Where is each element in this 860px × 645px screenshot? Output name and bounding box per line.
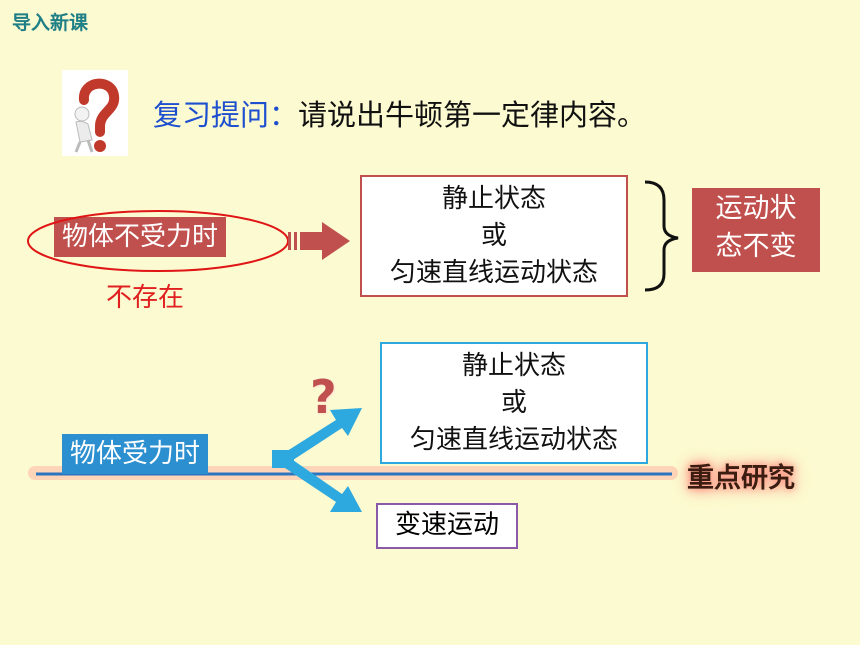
variable-speed-box: 变速运动	[376, 503, 518, 549]
brace-icon	[644, 180, 679, 292]
no-force-states: 静止状态 或 匀速直线运动状态	[360, 175, 628, 297]
state-line: 匀速直线运动状态	[389, 258, 598, 288]
question-mark-figure-icon	[62, 70, 128, 156]
result-box: 运动状 态不变	[692, 188, 820, 272]
with-force-states: 静止状态 或 匀速直线运动状态	[380, 342, 648, 464]
section-title: 导入新课	[12, 12, 89, 34]
branch-arrow-icon	[272, 408, 362, 512]
state-or: 或	[500, 388, 527, 418]
with-force-label: 物体受力时	[62, 434, 209, 474]
state-line: 静止状态	[441, 184, 546, 214]
no-exist-note: 不存在	[106, 283, 185, 313]
highlight-ellipse	[27, 210, 289, 272]
result-line: 态不变	[715, 231, 797, 262]
focus-label: 重点研究	[687, 463, 795, 494]
state-line: 静止状态	[461, 351, 566, 381]
review-question: 复习提问：请说出牛顿第一定律内容。	[153, 92, 646, 134]
no-force-label: 物体不受力时	[54, 217, 227, 257]
state-line: 匀速直线运动状态	[409, 425, 618, 455]
review-text: 请说出牛顿第一定律内容。	[298, 98, 647, 132]
question-mark-icon: ?	[310, 370, 337, 424]
state-or: 或	[480, 221, 507, 251]
result-line: 运动状	[715, 193, 797, 224]
right-arrow-icon	[288, 222, 350, 260]
review-prefix: 复习提问：	[153, 98, 299, 132]
